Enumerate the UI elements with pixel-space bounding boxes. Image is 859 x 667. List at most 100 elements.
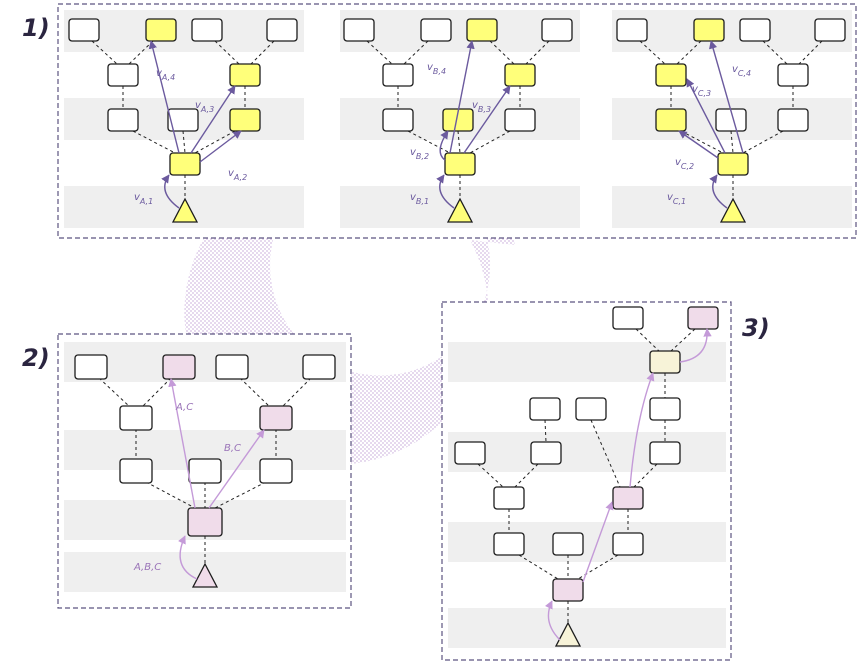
label-vb3: vB,3 bbox=[472, 100, 491, 114]
path-arrow-3a bbox=[544, 600, 561, 641]
tree-node bbox=[612, 486, 644, 510]
tree-edge bbox=[239, 377, 271, 408]
tree-node bbox=[229, 63, 261, 87]
label-ac: A,C bbox=[175, 402, 193, 413]
tree-edge bbox=[577, 554, 619, 580]
path-arrow-a2 bbox=[199, 130, 242, 163]
tree-node bbox=[814, 18, 846, 42]
tree-node bbox=[444, 152, 476, 176]
tree-node bbox=[162, 354, 196, 380]
tree-edge bbox=[141, 377, 172, 408]
tree-node bbox=[382, 63, 414, 87]
tree-edge bbox=[730, 130, 734, 154]
path-arrow-3c bbox=[629, 372, 655, 488]
panel-1-border bbox=[57, 3, 857, 239]
label-vc1: vC,1 bbox=[667, 192, 686, 206]
tree-node bbox=[612, 532, 644, 556]
tree-node bbox=[649, 350, 681, 374]
tree-edge bbox=[518, 554, 559, 580]
tree-node bbox=[530, 441, 562, 465]
path-arrow-c2 bbox=[678, 130, 719, 159]
panel-2-band bbox=[64, 342, 346, 382]
tree-node bbox=[167, 108, 199, 132]
path-arrow-a4 bbox=[148, 40, 180, 154]
label-vb4: vB,4 bbox=[427, 62, 446, 76]
tree-edge bbox=[182, 130, 186, 154]
path-arrow-ac bbox=[168, 378, 196, 509]
root-triangle bbox=[719, 197, 747, 223]
panel-3-number: 3) bbox=[742, 314, 770, 342]
panel-3-band bbox=[448, 342, 726, 382]
root-triangle bbox=[191, 562, 219, 588]
label-vb1: vB,1 bbox=[410, 192, 429, 206]
tree-node bbox=[259, 405, 293, 431]
tree-node bbox=[259, 458, 293, 484]
panel-1: vA,1vA,2vA,3vA,4vB,1vB,2vB,3vB,4vC,1vC,2… bbox=[57, 3, 857, 239]
tree-node bbox=[145, 18, 177, 42]
label-va2: vA,2 bbox=[228, 168, 247, 182]
panel-3-border bbox=[441, 301, 732, 661]
label-va3: vA,3 bbox=[195, 100, 214, 114]
tree-edge bbox=[742, 130, 784, 154]
path-arrow-a1 bbox=[161, 174, 180, 209]
tree-node bbox=[420, 18, 452, 42]
panel-3-band bbox=[448, 432, 726, 472]
tree-edge bbox=[635, 328, 660, 352]
tree-node bbox=[655, 63, 687, 87]
tree-node bbox=[187, 507, 223, 537]
tree-node bbox=[655, 108, 687, 132]
tree-node bbox=[74, 354, 108, 380]
panel-1-number: 1) bbox=[22, 14, 50, 42]
label-vc2: vC,2 bbox=[675, 157, 694, 171]
path-arrow-c1 bbox=[709, 174, 728, 209]
tree-node bbox=[119, 458, 153, 484]
tree-edge bbox=[281, 377, 312, 408]
panel-1-gap bbox=[306, 6, 338, 236]
path-arrow-3d bbox=[679, 328, 712, 363]
tree-node bbox=[107, 63, 139, 87]
tree-edge bbox=[469, 130, 511, 154]
root-triangle bbox=[171, 197, 199, 223]
panel-1-band bbox=[612, 10, 852, 52]
label-bc: B,C bbox=[224, 443, 241, 454]
tree-edge bbox=[680, 130, 724, 154]
tree-a bbox=[68, 18, 298, 223]
tree-node bbox=[466, 18, 498, 42]
tree-node bbox=[68, 18, 100, 42]
tree-node bbox=[107, 108, 139, 132]
tree-node bbox=[575, 397, 607, 421]
label-vb2: vB,2 bbox=[410, 147, 429, 161]
tree-node bbox=[504, 63, 536, 87]
tree-node bbox=[504, 108, 536, 132]
label-va1: vA,1 bbox=[134, 192, 153, 206]
panel-1-gap bbox=[580, 6, 610, 236]
tree-node bbox=[541, 18, 573, 42]
tree-edge bbox=[407, 130, 451, 154]
tree-node bbox=[649, 397, 681, 421]
tree-node bbox=[382, 108, 414, 132]
tree-node bbox=[493, 532, 525, 556]
tree-node bbox=[302, 354, 336, 380]
tree-edge bbox=[98, 377, 131, 408]
tree-node bbox=[343, 18, 375, 42]
tree-node bbox=[649, 441, 681, 465]
path-arrow-b4 bbox=[449, 40, 475, 154]
path-arrow-c4 bbox=[709, 40, 744, 154]
path-arrow-abc bbox=[178, 535, 198, 580]
tree-node bbox=[687, 306, 719, 330]
tree-node bbox=[616, 18, 648, 42]
panel-3-band bbox=[448, 522, 726, 562]
label-vc4: vC,4 bbox=[732, 64, 751, 78]
tree-node bbox=[188, 458, 222, 484]
tree-c bbox=[616, 18, 846, 223]
root-triangle bbox=[554, 621, 582, 647]
tree-b bbox=[343, 18, 573, 223]
path-arrow-3b bbox=[582, 501, 614, 583]
panel-3-band bbox=[448, 608, 726, 648]
tree-edge bbox=[194, 130, 236, 154]
tree-node bbox=[266, 18, 298, 42]
tree-edge bbox=[590, 419, 621, 488]
tree-node bbox=[229, 108, 261, 132]
